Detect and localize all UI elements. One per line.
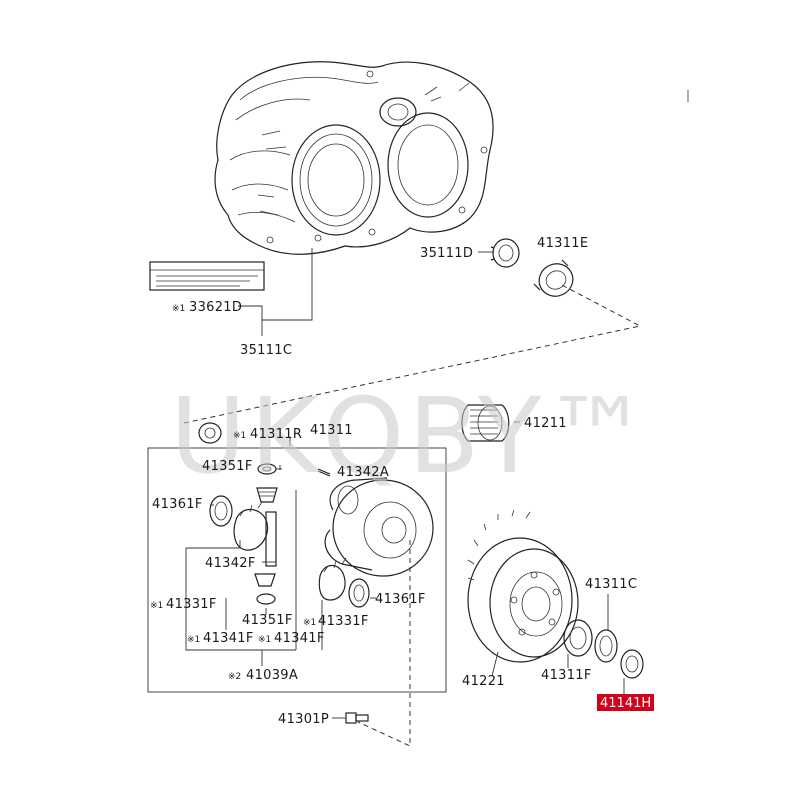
label-41301P[interactable]: 41301P [278, 712, 329, 727]
label-41331F-right[interactable]: 41331F [318, 614, 369, 629]
label-41342A[interactable]: 41342A [337, 465, 389, 480]
label-41221[interactable]: 41221 [462, 674, 505, 689]
watermark-text: UKQBY™ [170, 375, 653, 497]
bearing-41311F [563, 619, 593, 657]
label-41351F-bottom[interactable]: 41351F [242, 613, 293, 628]
label-41341F-right[interactable]: 41341F [274, 631, 325, 646]
label-41039A[interactable]: 41039A [246, 668, 298, 683]
mark-41311R: ※1 [233, 431, 246, 441]
washer-41361F-right [348, 578, 370, 608]
pinion-shaft-41342F [265, 511, 277, 567]
bearing-cup-41311R [198, 422, 222, 444]
mark-41341F-right: ※1 [258, 635, 271, 645]
side-gear-right [318, 557, 347, 601]
leader-lines [147, 248, 642, 747]
label-41311R[interactable]: 41311R [250, 427, 302, 442]
transaxle-housing-drawing [214, 61, 689, 255]
label-41141H[interactable]: 41141H [600, 696, 651, 711]
label-41361F-right[interactable]: 41361F [375, 592, 426, 607]
gear-41211 [461, 404, 510, 442]
differential-case-drawing [324, 477, 434, 577]
label-41311E[interactable]: 41311E [537, 236, 588, 251]
bearing-race-41311C [594, 629, 618, 663]
label-41341F-left[interactable]: 41341F [203, 631, 254, 646]
bearing-41311E [533, 259, 574, 297]
mark-41341F-left: ※1 [187, 635, 200, 645]
label-41311C[interactable]: 41311C [585, 577, 637, 592]
label-41331F-left[interactable]: 41331F [166, 597, 217, 612]
mark-41039A: ※2 [228, 672, 241, 682]
label-35111D[interactable]: 35111D [420, 246, 473, 261]
label-41311F[interactable]: 41311F [541, 668, 592, 683]
label-35111C[interactable]: 35111C [240, 343, 292, 358]
pinion-gear-lower [254, 573, 276, 605]
ring-gear-41221 [467, 509, 579, 663]
mark-41331F-left: ※1 [150, 601, 163, 611]
pin-41342A [317, 468, 331, 477]
label-41211[interactable]: 41211 [524, 416, 567, 431]
bolt-41301P [345, 712, 369, 724]
mark-33621D: ※1 [172, 304, 185, 314]
washer-41361F-left [209, 495, 233, 527]
label-41351F-top[interactable]: 41351F [202, 459, 253, 474]
label-33621D[interactable]: 33621D [189, 300, 242, 315]
label-41311[interactable]: 41311 [310, 423, 353, 438]
side-gear-left [233, 501, 269, 551]
mark-41331F-right: ※1 [303, 618, 316, 628]
oil-seal-35111D [490, 238, 520, 268]
part-labels: 35111D 41311E ※1 33621D 35111C ※1 41311R… [150, 236, 654, 727]
oil-seal-41141H [620, 649, 644, 679]
label-41361F-left[interactable]: 41361F [152, 497, 203, 512]
highlight-box-41141H [597, 694, 654, 711]
label-41342F[interactable]: 41342F [205, 556, 256, 571]
caution-label-plate [149, 261, 265, 291]
pinion-gear-upper [256, 487, 278, 503]
